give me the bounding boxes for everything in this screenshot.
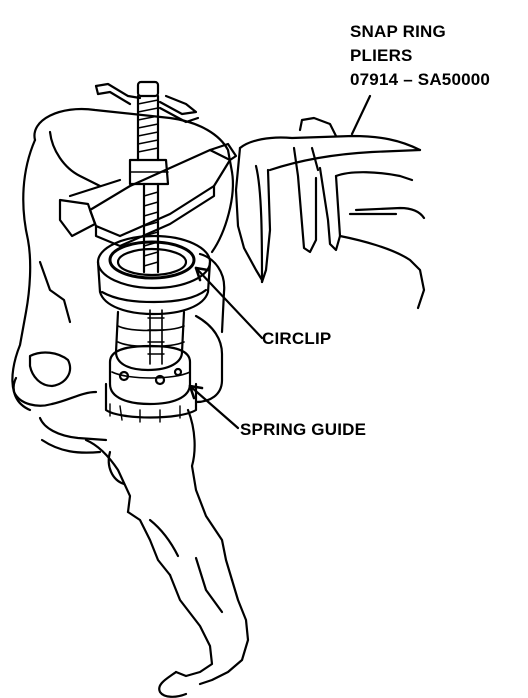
compressor-tool [68, 80, 238, 274]
tool-number: 07914 – SA50000 [350, 70, 491, 89]
strut-assembly [96, 234, 212, 423]
snap-ring-pliers [234, 116, 426, 310]
spring-guide-label: SPRING GUIDE [240, 420, 367, 439]
lower-arm [158, 556, 250, 698]
snap-ring-pliers-title-line2: PLIERS [350, 46, 413, 65]
snap-ring-pliers-title-line1: SNAP RING [350, 22, 446, 41]
circlip-label: CIRCLIP [262, 329, 332, 348]
snap-ring-pliers-label: SNAP RING PLIERS 07914 – SA50000 [350, 20, 490, 92]
leader-arrows [188, 94, 372, 430]
steering-knuckle [11, 107, 234, 582]
